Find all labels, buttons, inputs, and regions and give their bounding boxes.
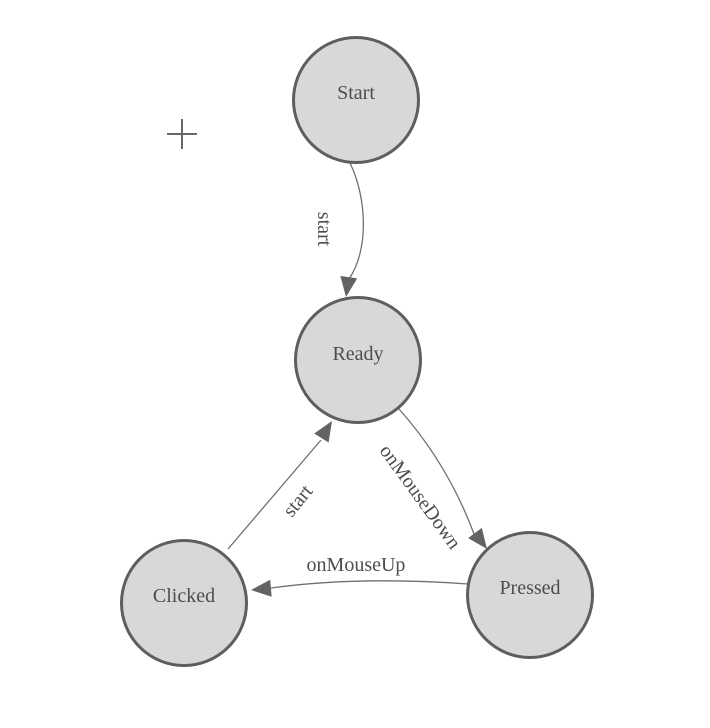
edge-pressed-to-clicked[interactable]: onMouseUp xyxy=(250,554,469,598)
edge-line[interactable] xyxy=(227,439,322,550)
edge-clicked-to-ready[interactable]: start xyxy=(227,416,339,550)
node-ready-label: Ready xyxy=(332,343,383,365)
node-ready-circle[interactable] xyxy=(294,296,422,424)
edge-label-start: start xyxy=(313,212,335,247)
node-start-circle[interactable] xyxy=(292,36,420,164)
arrowhead-icon xyxy=(468,527,487,549)
node-clicked[interactable]: Clicked xyxy=(120,539,248,667)
node-clicked-label: Clicked xyxy=(153,585,215,607)
node-start-label: Start xyxy=(337,82,375,104)
edge-label-onmousedown: onMouseDown xyxy=(375,441,465,554)
arrowhead-icon xyxy=(314,421,332,443)
node-start[interactable]: Start xyxy=(292,36,420,164)
arrowhead-icon xyxy=(340,276,358,297)
node-clicked-circle[interactable] xyxy=(120,539,248,667)
edge-line[interactable] xyxy=(270,580,469,589)
node-pressed-label: Pressed xyxy=(499,577,560,599)
node-pressed-circle[interactable] xyxy=(466,531,594,659)
edge-label-start-2: start xyxy=(279,480,318,521)
node-pressed[interactable]: Pressed xyxy=(466,531,594,659)
edge-start-to-ready[interactable]: start xyxy=(313,162,365,298)
edge-ready-to-pressed[interactable]: onMouseDown xyxy=(375,408,494,554)
edge-label-onmouseup: onMouseUp xyxy=(307,554,406,576)
edge-line[interactable] xyxy=(398,408,475,535)
node-ready[interactable]: Ready xyxy=(294,296,422,424)
edge-line[interactable] xyxy=(348,162,365,280)
arrowhead-icon xyxy=(251,579,272,597)
crosshair-plus-icon xyxy=(167,119,197,149)
